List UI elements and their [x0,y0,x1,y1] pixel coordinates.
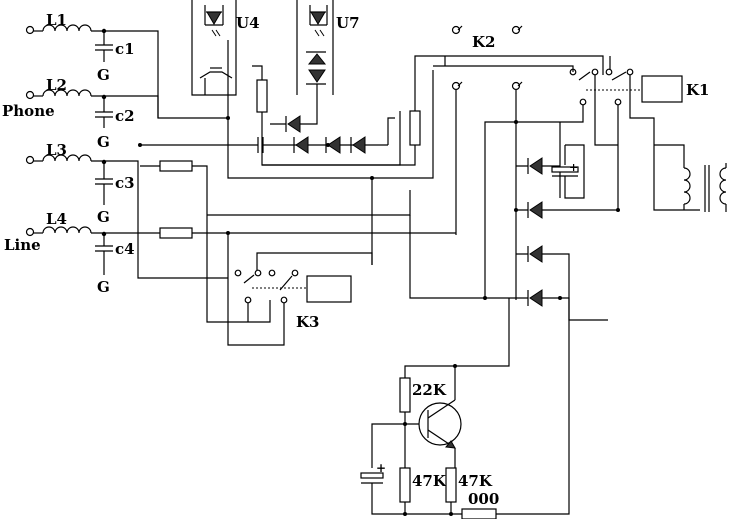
label-47k-b: 47K [458,472,493,490]
label-K3: K3 [296,313,319,331]
diode-d4 [350,136,366,154]
label-000: 000 [468,490,499,508]
label-c1: c1 [115,40,135,58]
label-c2: c2 [115,107,135,125]
label-47k-a: 47K [412,472,447,490]
resistor-22k [399,377,411,413]
wire-k3-bottom [227,233,285,346]
wire-L2 [91,95,159,118]
resistor-r-l3 [159,160,193,172]
wire-rk2-down [262,145,416,166]
wire-bottom [371,483,462,515]
label-U4: U4 [236,14,260,32]
label-c3: c3 [115,174,135,192]
label-L3: L3 [46,141,67,159]
wire-L3 [91,160,228,279]
capacitor-c4 [95,231,113,275]
relay-K2-contacts [451,25,523,91]
wire-chain-end [387,117,395,145]
label-plus-filter: + [569,161,578,174]
bridge-diode-3 [527,245,543,263]
resistor-47k-b [445,467,457,503]
label-g4: G [97,278,110,296]
label-phone: Phone [2,102,55,120]
bridge-diode-4 [527,289,543,307]
label-K2: K2 [472,33,495,51]
terminal-L2 [25,90,43,100]
label-plus-cap: + [376,461,386,475]
label-g2: G [97,133,110,151]
wire-mid-bus [227,118,373,265]
wire-rtop-down [261,111,401,166]
relay-K1 [569,68,683,106]
filter-capacitor [551,144,585,199]
wire-k1-1 [433,56,574,72]
transformer [654,144,727,212]
resistor-r-top [256,79,268,113]
wire-k3-mid [207,190,411,216]
optocoupler-U4 [191,0,237,96]
wire-d1 [270,95,318,125]
bridge-diode-2 [527,201,543,219]
wire-k1-coil [609,56,700,211]
bridge-diode-1 [527,157,543,175]
wire-r-l3 [192,165,271,323]
label-L1: L1 [46,11,67,29]
terminal-L4 [25,227,43,237]
resistor-000 [461,508,497,519]
resistor-r-k2 [409,110,421,146]
wire-cap-top [371,423,405,468]
resistor-r-l4 [159,227,193,239]
resistor-47k-a [399,467,411,503]
label-c4: c4 [115,240,135,258]
capacitor-c2 [95,94,113,128]
capacitor-c1 [95,28,113,62]
optocoupler-U7 [296,0,334,95]
label-g3: G [97,208,110,226]
label-line: Line [4,236,41,254]
label-L2: L2 [46,76,67,94]
inductor-L2 [42,89,92,97]
terminal-L3 [25,155,43,165]
label-g1: G [97,66,110,84]
inductor-L1 [42,24,92,32]
diode-d1 [285,115,301,133]
wire-47k-bottom [404,502,452,514]
wire-k1-2 [484,105,584,300]
wire-L1 [91,30,229,119]
relay-K3 [234,269,352,322]
wire-k2-feed [414,55,604,111]
label-L4: L4 [46,210,67,228]
wire-k3-top [256,252,373,270]
wire-u4-out [252,65,263,80]
wire-k2-left [372,70,434,179]
wire-000-right [496,297,570,515]
label-U7: U7 [336,14,360,32]
bridge-rectifier [483,120,620,321]
label-K1: K1 [686,81,709,99]
inductor-L4 [42,226,92,234]
inductor-L3 [42,154,92,162]
wire-k3-right [409,215,485,299]
diode-d2 [293,136,309,154]
transistor [418,399,462,449]
wire-k1-3 [594,75,618,146]
label-22k: 22K [412,381,447,399]
terminal-L1 [25,25,43,35]
capacitor-c3 [95,159,113,205]
